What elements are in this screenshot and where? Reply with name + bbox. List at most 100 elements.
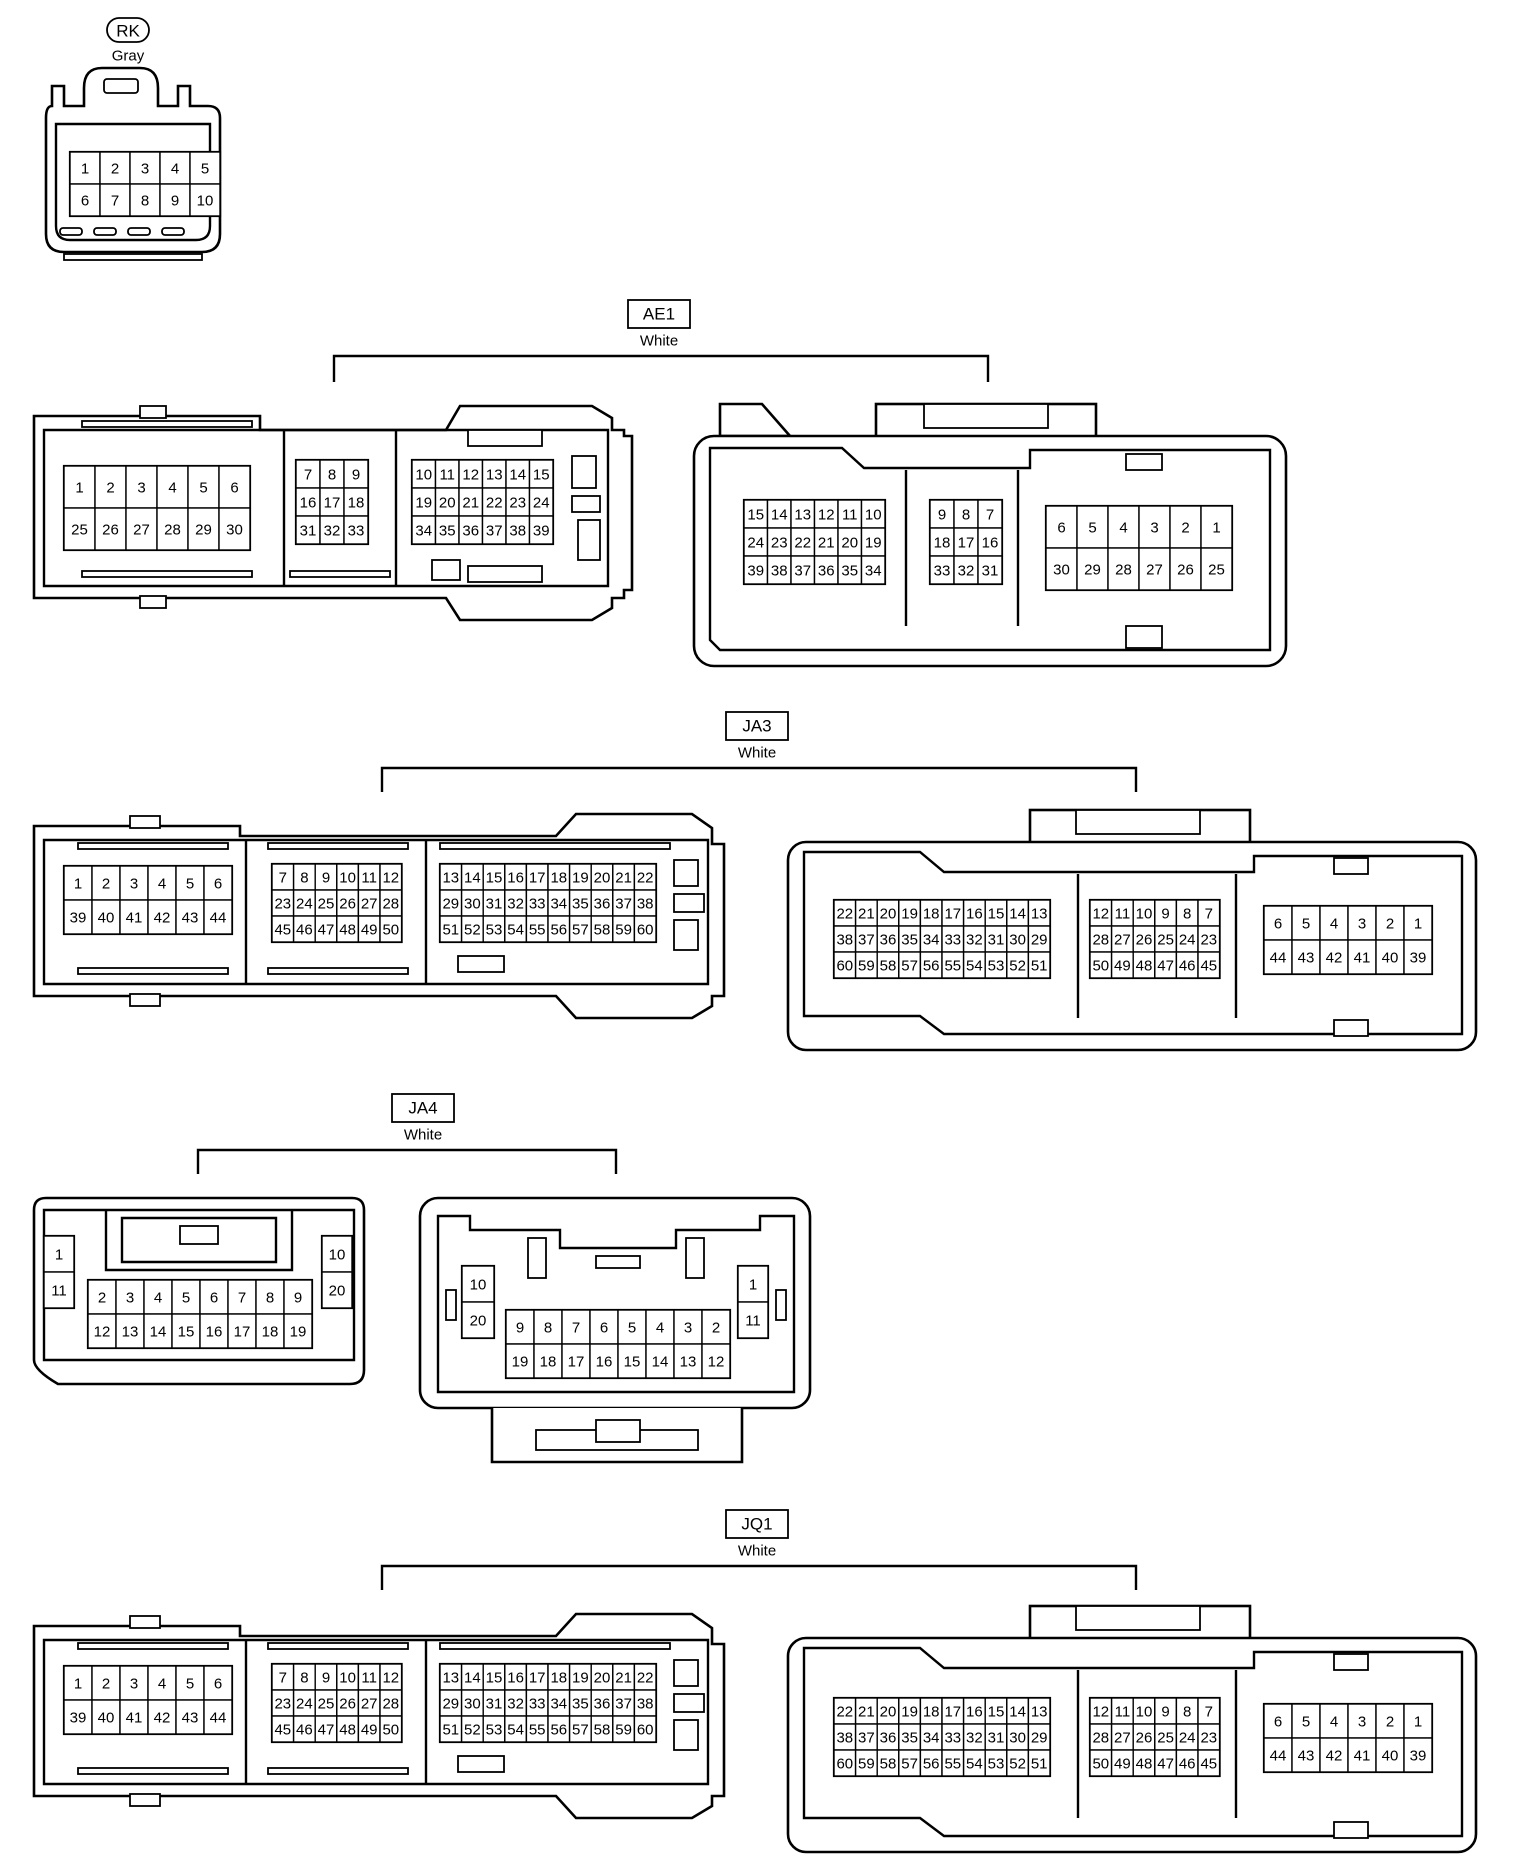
pin-cell xyxy=(187,507,220,551)
ae1-male-rail xyxy=(81,570,253,578)
pin-number: 57 xyxy=(901,958,918,975)
jq1-male-rail xyxy=(77,1642,229,1650)
ae1-connector-label: AE1 White xyxy=(332,299,990,382)
pin-number: 11 xyxy=(842,507,858,524)
pin-number: 41 xyxy=(1354,950,1371,967)
pin-number: 17 xyxy=(324,495,341,512)
pin-number: 24 xyxy=(1179,932,1196,949)
pin-number: 14 xyxy=(464,1670,481,1687)
ja4-female-key xyxy=(527,1237,547,1279)
ja3-male-rail xyxy=(439,842,671,850)
pin-number: 41 xyxy=(126,1710,143,1727)
pin-number: 30 xyxy=(1009,932,1026,949)
pin-cell xyxy=(189,151,221,185)
pin-number: 10 xyxy=(1136,906,1153,923)
pin-number: 7 xyxy=(986,507,994,524)
pin-number: 33 xyxy=(944,1730,961,1747)
pin-number: 35 xyxy=(572,1696,589,1713)
pin-number: 7 xyxy=(111,193,119,210)
pin-number: 3 xyxy=(130,876,138,893)
pin-number: 27 xyxy=(361,896,378,913)
pin-cell xyxy=(203,899,233,935)
pin-number: 31 xyxy=(300,523,317,540)
jq1-female-key xyxy=(1333,1653,1369,1671)
ae1-male-slot xyxy=(467,429,543,447)
pin-cell xyxy=(321,1271,353,1309)
pin-number: 3 xyxy=(1150,520,1158,537)
ae1-male-rail xyxy=(81,420,253,428)
ae1-male-bottom-tab xyxy=(139,595,167,609)
pin-number: 37 xyxy=(858,1730,875,1747)
pin-number: 56 xyxy=(550,1722,567,1739)
rk-foot xyxy=(127,227,151,236)
pin-cell xyxy=(1403,939,1433,975)
pin-number: 39 xyxy=(70,910,87,927)
rk-latch xyxy=(103,78,139,94)
pin-number: 14 xyxy=(1009,1704,1026,1721)
pin-number: 51 xyxy=(442,922,459,939)
pin-number: 24 xyxy=(296,1696,313,1713)
pin-number: 42 xyxy=(1326,1748,1343,1765)
pin-number: 4 xyxy=(1330,1714,1338,1731)
pin-cell xyxy=(617,1309,647,1345)
pin-number: 1 xyxy=(74,1676,82,1693)
pin-number: 17 xyxy=(944,1704,961,1721)
jq1-male-key xyxy=(673,1693,705,1713)
ja4-male-latch-tab xyxy=(179,1225,219,1245)
pin-number: 22 xyxy=(836,906,853,923)
pin-number: 14 xyxy=(464,870,481,887)
ja4-female-inner xyxy=(436,1214,796,1394)
pin-number: 3 xyxy=(684,1320,692,1337)
pin-number: 44 xyxy=(1270,950,1287,967)
pin-number: 29 xyxy=(195,522,212,539)
pin-number: 14 xyxy=(771,507,788,524)
pin-number: 35 xyxy=(841,563,858,580)
pin-cell xyxy=(1197,1749,1221,1777)
ae1-male-inner xyxy=(42,428,610,588)
pin-cell xyxy=(143,1313,173,1349)
pin-number: 1 xyxy=(75,480,83,497)
ja3-male-key xyxy=(673,859,699,887)
pin-number: 5 xyxy=(186,1676,194,1693)
pin-number: 15 xyxy=(988,906,1005,923)
pin-number: 5 xyxy=(199,480,207,497)
pin-cell xyxy=(1319,905,1349,941)
pin-number: 33 xyxy=(348,523,365,540)
ja3-male-slot xyxy=(457,955,505,973)
rk-color-text: Gray xyxy=(112,48,145,65)
pin-number: 9 xyxy=(1161,906,1169,923)
pin-cell xyxy=(63,899,93,935)
ja4-bracket xyxy=(196,1148,618,1174)
ae1-female-key xyxy=(1125,453,1163,471)
pin-cell xyxy=(69,183,101,217)
ja3-female-key xyxy=(1333,1019,1369,1037)
pin-number: 20 xyxy=(594,1670,611,1687)
pin-number: 9 xyxy=(1161,1704,1169,1721)
ja4-female-bottom-tab xyxy=(595,1419,641,1443)
pin-number: 3 xyxy=(1358,1714,1366,1731)
ja4-male-latch xyxy=(120,1216,278,1264)
pin-number: 2 xyxy=(111,161,119,178)
pin-number: 29 xyxy=(442,1696,459,1713)
pin-number: 28 xyxy=(164,522,181,539)
pin-number: 27 xyxy=(133,522,150,539)
ae1-female-inner xyxy=(708,446,1272,652)
jq1-male-rail xyxy=(267,1642,409,1650)
pin-number: 47 xyxy=(318,922,335,939)
pin-number: 22 xyxy=(637,870,654,887)
ja4-color-text: White xyxy=(404,1127,442,1144)
pin-number: 36 xyxy=(880,932,897,949)
pin-number: 17 xyxy=(568,1354,585,1371)
pin-number: 16 xyxy=(966,906,983,923)
pin-number: 44 xyxy=(210,1710,227,1727)
pin-number: 5 xyxy=(1088,520,1096,537)
pin-number: 37 xyxy=(486,523,503,540)
pin-number: 10 xyxy=(1136,1704,1153,1721)
pin-number: 50 xyxy=(382,1722,399,1739)
pin-cell xyxy=(1403,1737,1433,1773)
pin-number: 30 xyxy=(1053,562,1070,579)
pin-number: 3 xyxy=(141,161,149,178)
ja4-code-box xyxy=(391,1093,455,1123)
